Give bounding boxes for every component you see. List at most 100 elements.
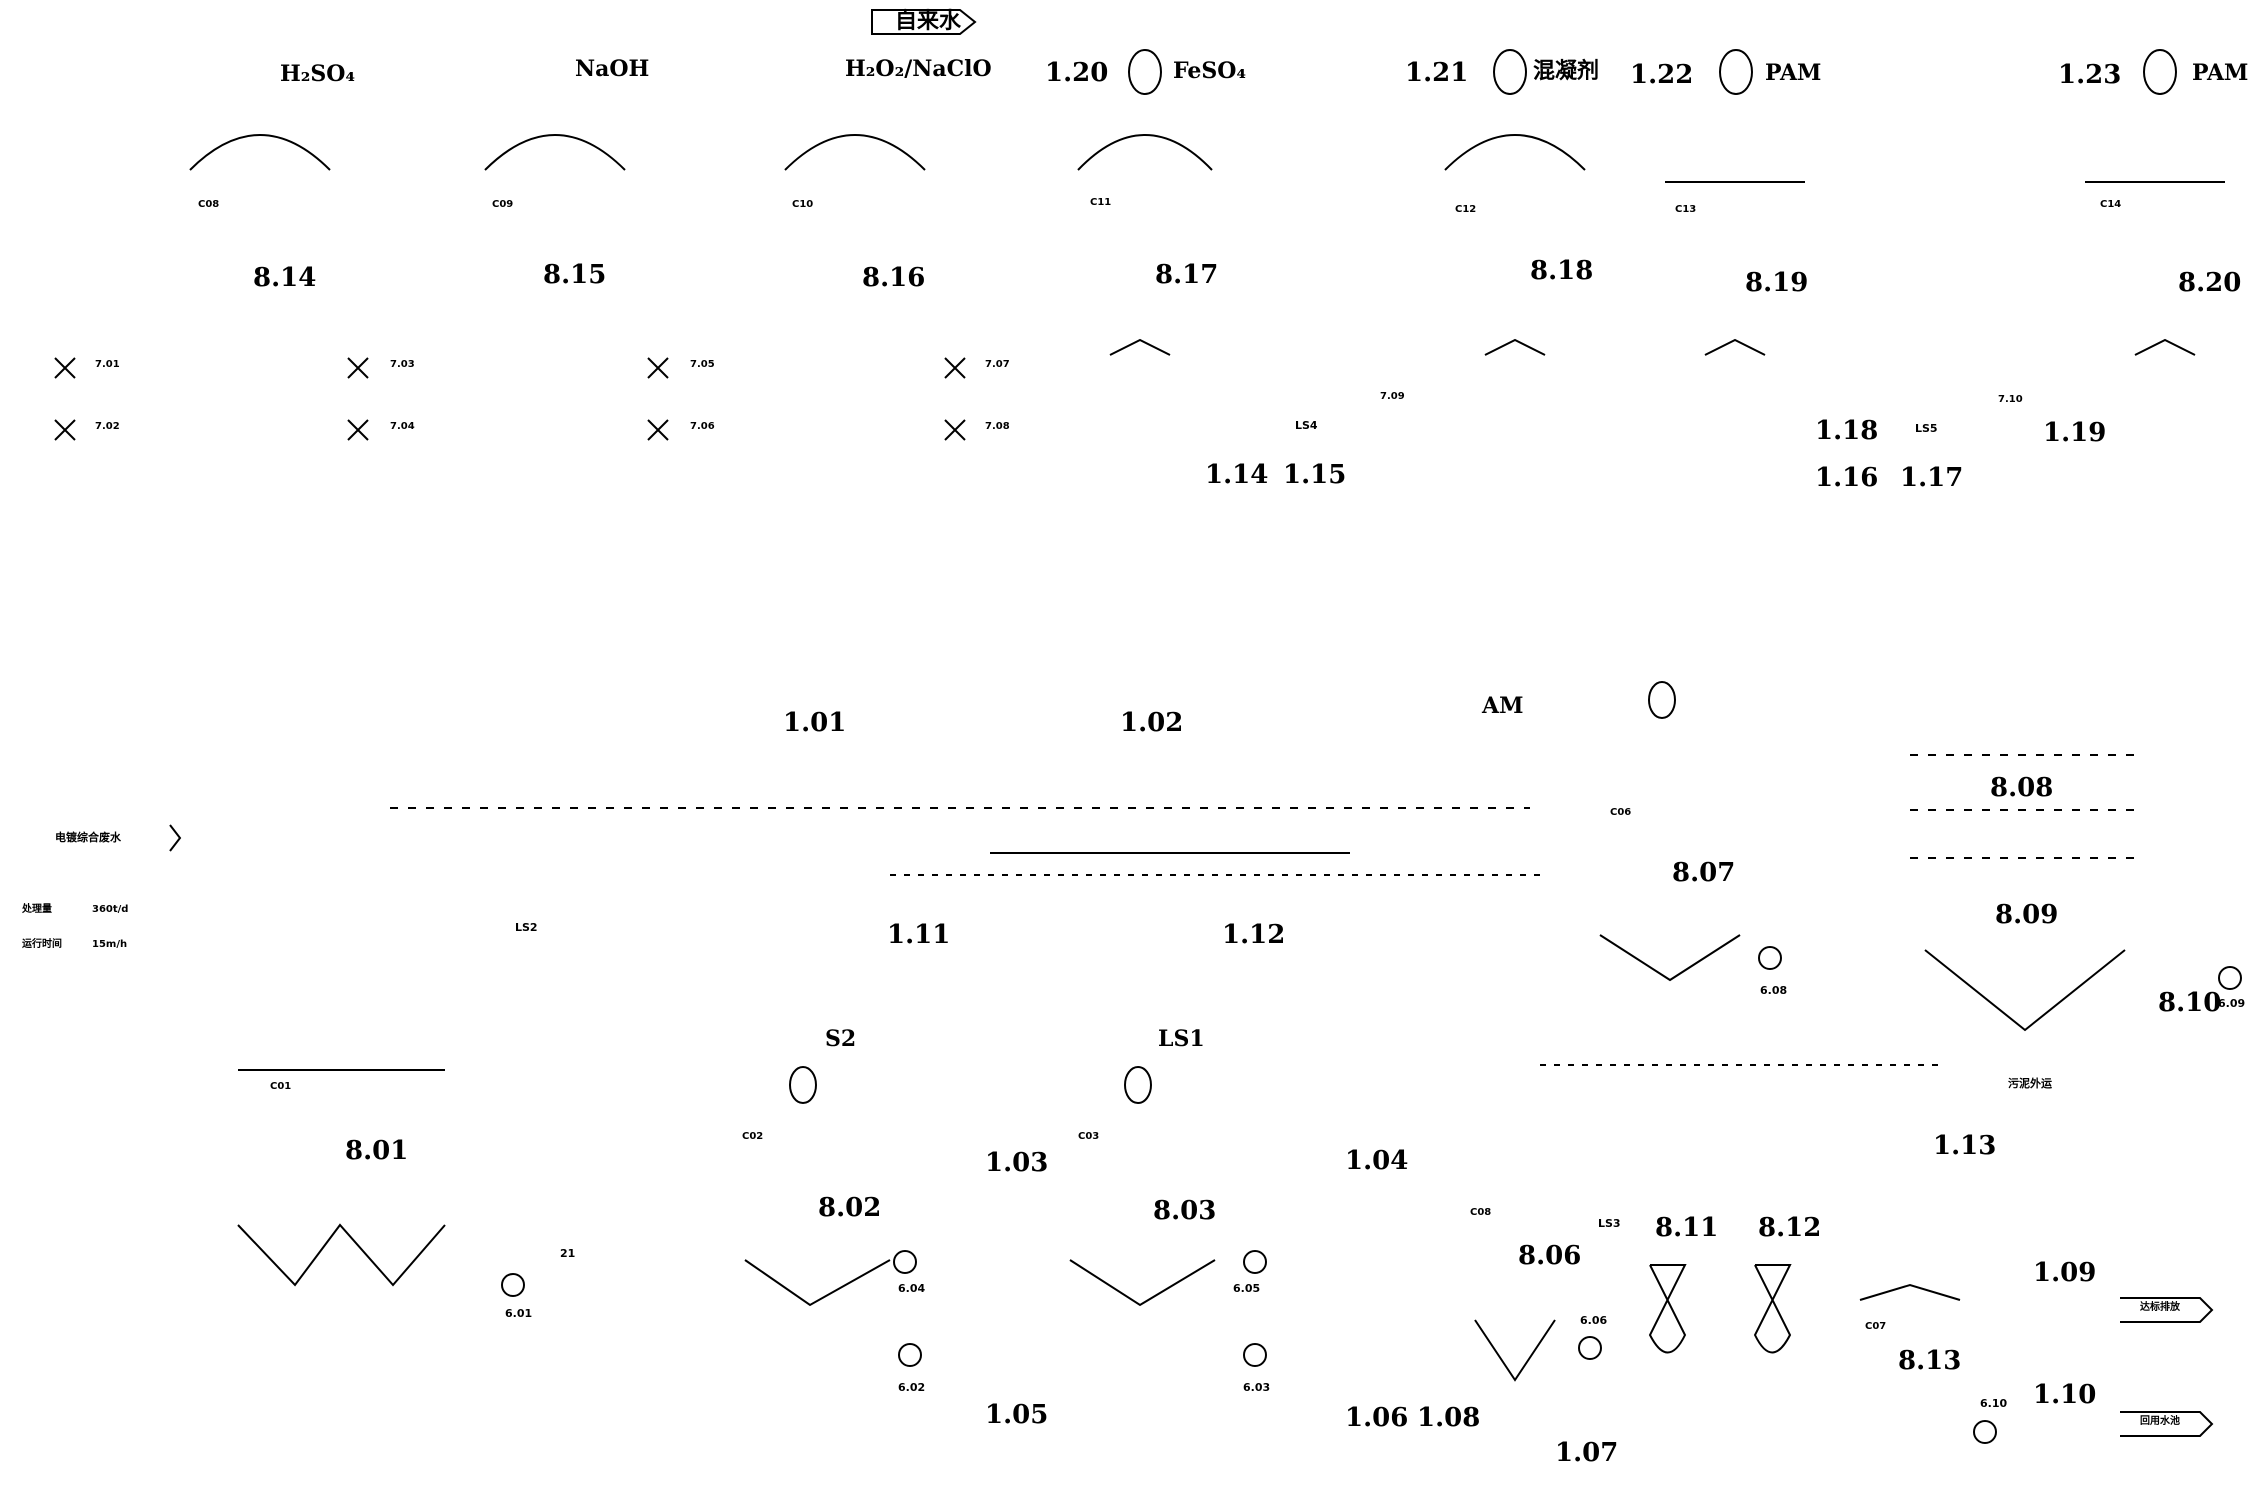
outlet-arrow-2 <box>2120 1411 2214 1437</box>
tank-8-07-body <box>1599 934 1741 982</box>
time-value: 15m/h <box>92 939 128 950</box>
tank-8-03: 8.03 <box>1153 1196 1217 1226</box>
pump-6-01-icon <box>501 1273 525 1297</box>
tank-8-01-body <box>237 1223 446 1287</box>
valve-1-17: 1.17 <box>1900 463 1964 493</box>
flow-label: 处理量 <box>22 904 52 915</box>
source-arrow <box>169 824 182 852</box>
outlet-b-label: 回用水池 <box>2140 1416 2180 1427</box>
tank-8-20: 8.20 <box>2178 268 2242 298</box>
tank-8-06: 8.06 <box>1518 1241 1582 1271</box>
dosing-7-02: 7.02 <box>95 421 120 432</box>
tank-8-08-box <box>1910 754 2140 859</box>
valve-1-04: 1.04 <box>1345 1146 1409 1176</box>
dosing-7-08: 7.08 <box>985 421 1010 432</box>
valve-1-10: 1.10 <box>2033 1380 2097 1410</box>
tank-circle-2-03 <box>1124 1066 1152 1104</box>
outlet-a-label: 达标排放 <box>2140 1302 2180 1313</box>
pump-6-02-icon <box>893 1250 917 1274</box>
tank-8-07: 8.07 <box>1672 858 1736 888</box>
dosing-7-05: 7.05 <box>690 359 715 370</box>
naoh-label: NaOH <box>575 56 650 82</box>
valve-1-05: 1.05 <box>985 1400 1049 1430</box>
valve-1-07: 1.07 <box>1555 1438 1619 1468</box>
valve-1-13: 1.13 <box>1933 1131 1997 1161</box>
valve-1-06: 1.06 <box>1345 1403 1409 1433</box>
feso4-label: FeSO₄ <box>1173 58 1247 84</box>
dosing-7-10: 7.10 <box>1998 394 2023 405</box>
valve-1-09: 1.09 <box>2033 1258 2097 1288</box>
instrument-c10: C10 <box>792 199 814 210</box>
valve-x-4 <box>347 419 369 441</box>
tank-circle-2-04 <box>1128 49 1162 95</box>
valve-x-5 <box>647 357 669 379</box>
valve-1-01: 1.01 <box>783 708 847 738</box>
outlet-arrow-1 <box>2120 1297 2214 1323</box>
instrument-s1: S2 <box>825 1026 857 1052</box>
h2o2-label: H₂O₂/NaClO <box>845 56 992 82</box>
valve-1-03: 1.03 <box>985 1148 1049 1178</box>
tank-circle-2-02 <box>789 1066 817 1104</box>
tank-arc-8-15 <box>484 134 626 171</box>
tank-8-01: 8.01 <box>345 1136 409 1166</box>
flocculant-label: 混凝剂 <box>1533 58 1600 84</box>
valve-1-15: 1.15 <box>1283 460 1347 490</box>
mixer-8-18 <box>1484 338 1546 356</box>
level-switch-ls6: LS5 <box>1915 422 1938 435</box>
pam-label-1: PAM <box>1765 60 1822 86</box>
pump-6-10-icon <box>2218 966 2242 990</box>
tank-8-13: 8.13 <box>1898 1346 1962 1376</box>
instrument-s2: LS1 <box>1158 1026 1205 1052</box>
mixer-8-17 <box>1109 338 1171 356</box>
instrument-c07: C07 <box>1865 1321 1887 1332</box>
tank-8-02-body <box>744 1259 891 1307</box>
tank-arc-8-16 <box>784 134 926 171</box>
valve-1-16: 1.16 <box>1815 463 1879 493</box>
valve-x-2 <box>54 419 76 441</box>
pump-6-12-icon <box>1973 1420 1997 1444</box>
tank-8-12: 8.12 <box>1758 1213 1822 1243</box>
pump-6-04: 6.04 <box>898 1282 926 1295</box>
spare-label: 21 <box>560 1247 576 1260</box>
level-switch-ls1: LS2 <box>515 921 538 934</box>
valve-x-3 <box>347 357 369 379</box>
tank-8-14: 8.14 <box>253 263 317 293</box>
instrument-c08-lower: C08 <box>1470 1207 1492 1218</box>
instrument-am: AM <box>1482 693 1524 719</box>
tank-arc-8-14 <box>189 134 331 171</box>
pump-6-05: 6.05 <box>1233 1282 1261 1295</box>
valve-x-6 <box>647 419 669 441</box>
dosing-7-07: 7.07 <box>985 359 1010 370</box>
level-switch-ls5: LS4 <box>1295 419 1318 432</box>
pump-6-03-icon <box>1243 1250 1267 1274</box>
instrument-c12: C12 <box>1455 204 1477 215</box>
instrument-c03: C03 <box>1078 1131 1100 1142</box>
instrument-c01: C01 <box>270 1081 292 1092</box>
tank-8-11: 8.11 <box>1655 1213 1719 1243</box>
valve-1-12: 1.12 <box>1222 920 1286 950</box>
tank-8-18: 8.18 <box>1530 256 1594 286</box>
mixer-8-20 <box>2134 338 2196 356</box>
dosing-7-04: 7.04 <box>390 421 415 432</box>
pump-6-09: 6.08 <box>1760 984 1788 997</box>
tank-8-13-top <box>1859 1283 1961 1301</box>
valve-1-21: 1.21 <box>1405 58 1469 88</box>
pump-6-09-icon <box>1758 946 1782 970</box>
pump-6-12: 6.10 <box>1980 1397 2008 1410</box>
valve-1-18: 1.18 <box>1815 416 1879 446</box>
tank-circle-2-06 <box>1719 49 1753 95</box>
instrument-c09: C09 <box>492 199 514 210</box>
water-supply-arrow <box>871 9 977 35</box>
pump-6-10: 6.09 <box>2218 997 2246 1010</box>
mixer-8-19 <box>1704 338 1766 356</box>
tank-circle-2-07 <box>2143 49 2177 95</box>
dosing-7-01: 7.01 <box>95 359 120 370</box>
tank-8-19: 8.19 <box>1745 268 1809 298</box>
instrument-c06: C06 <box>1610 807 1632 818</box>
valve-1-22: 1.22 <box>1630 60 1694 90</box>
filter-8-12 <box>1753 1264 1792 1354</box>
pump-6-02: 6.02 <box>898 1381 926 1394</box>
dosing-7-06: 7.06 <box>690 421 715 432</box>
instrument-c13: C13 <box>1675 204 1697 215</box>
